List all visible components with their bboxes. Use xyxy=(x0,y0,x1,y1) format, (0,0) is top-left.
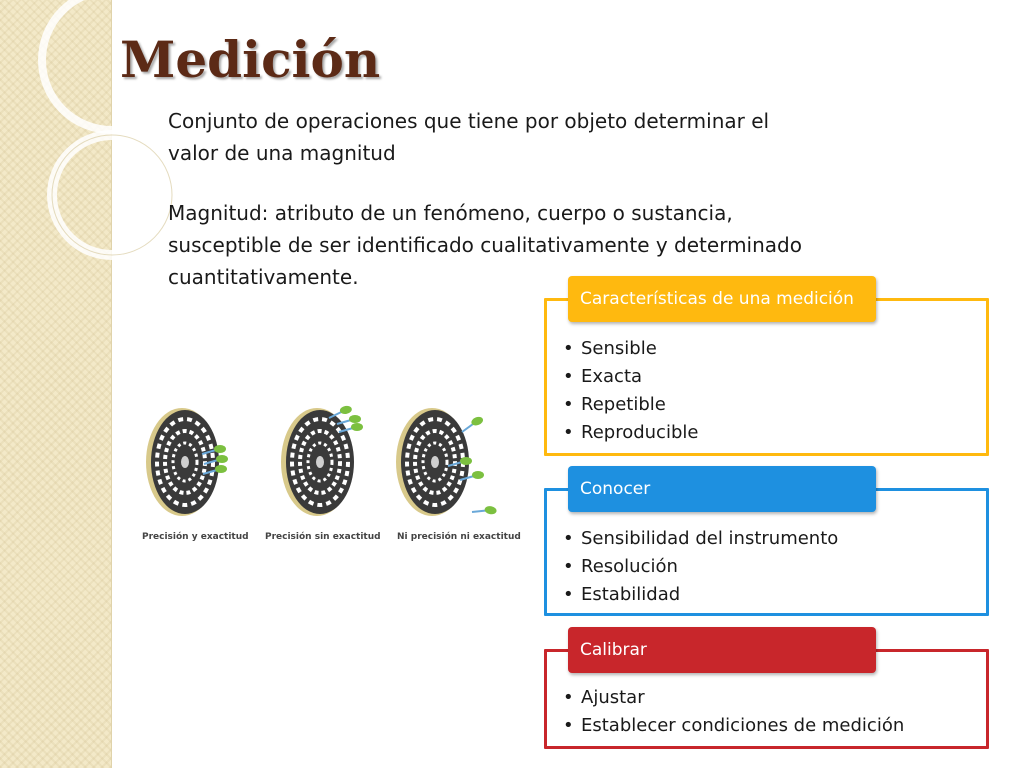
list-item: Sensible xyxy=(547,335,986,363)
figure-label-precise-not-accurate: Precisión sin exactitud xyxy=(265,532,381,542)
precision-accuracy-figure: Precisión y exactitud Precisión sin exac… xyxy=(132,400,532,560)
list-item: Ajustar xyxy=(547,684,986,712)
know-header-label: Conocer xyxy=(580,479,651,499)
list-item: Repetible xyxy=(547,391,986,419)
list-item: Sensibilidad del instrumento xyxy=(547,525,986,553)
slide-title: Medición xyxy=(120,30,381,89)
definition-measurement: Conjunto de operaciones que tiene por ob… xyxy=(168,109,770,165)
calibrate-list: Ajustar Establecer condiciones de medici… xyxy=(547,652,986,740)
list-item: Establecer condiciones de medición xyxy=(547,712,986,740)
characteristics-header-label: Características de una medición xyxy=(580,289,854,309)
list-item: Resolución xyxy=(547,553,986,581)
list-item: Exacta xyxy=(547,363,986,391)
dartboards-illustration xyxy=(144,403,499,518)
definition-magnitude: Magnitud: atributo de un fenómeno, cuerp… xyxy=(168,201,802,289)
know-header: Conocer xyxy=(568,466,876,512)
characteristics-list: Sensible Exacta Repetible Reproducible xyxy=(547,301,986,447)
list-item: Reproducible xyxy=(547,419,986,447)
calibrate-header-label: Calibrar xyxy=(580,640,647,660)
figure-label-neither: Ni precisión ni exactitud xyxy=(397,532,521,542)
list-item: Estabilidad xyxy=(547,581,986,609)
calibrate-header: Calibrar xyxy=(568,627,876,673)
know-list: Sensibilidad del instrumento Resolución … xyxy=(547,491,986,609)
figure-label-precise-accurate: Precisión y exactitud xyxy=(142,532,249,542)
decorative-circles xyxy=(38,0,186,260)
characteristics-header: Características de una medición xyxy=(568,276,876,322)
characteristics-box: Sensible Exacta Repetible Reproducible xyxy=(544,298,989,456)
